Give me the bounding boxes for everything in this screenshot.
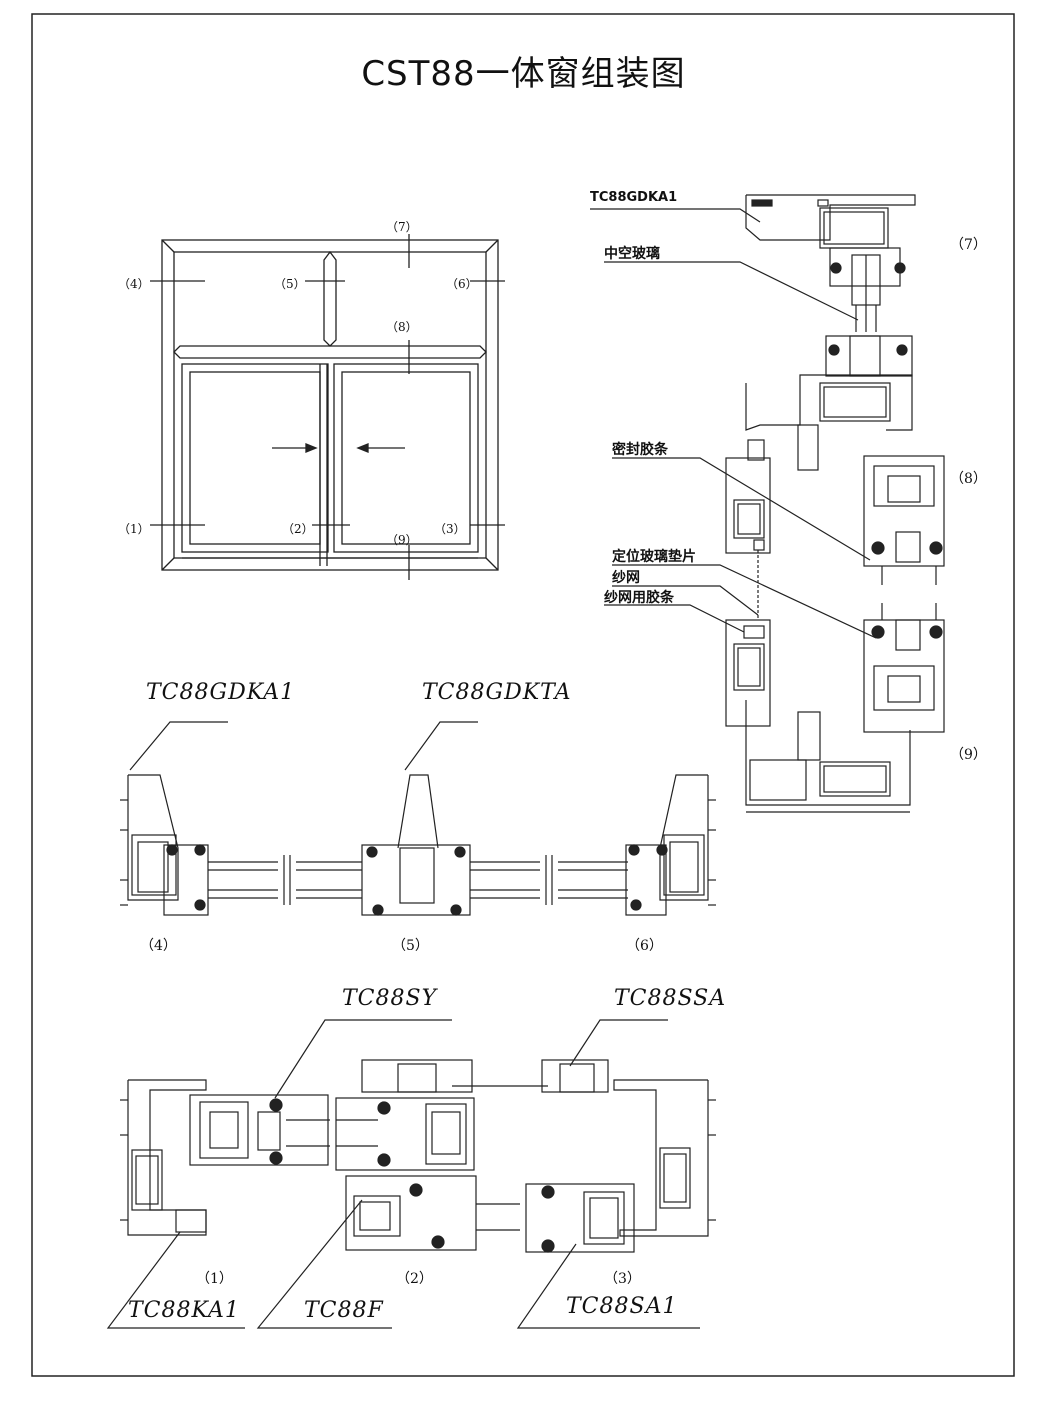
label-tc88f: TC88F	[304, 1298, 384, 1323]
callout-1: （1）	[118, 522, 150, 536]
label-sealing-strip: 密封胶条	[612, 442, 668, 458]
callout-4: （4）	[118, 277, 150, 291]
callout-2: （2）	[282, 522, 314, 536]
callout-6: （6）	[446, 277, 478, 291]
section-number-8: （8）	[950, 471, 987, 487]
section-number-9: （9）	[950, 747, 987, 763]
fixed-window-section	[120, 721, 716, 916]
label-screen-mesh: 纱网	[612, 570, 640, 586]
label-insulating-glass: 中空玻璃	[604, 246, 660, 262]
label-screen-strip: 纱网用胶条	[604, 590, 674, 606]
page-title: CST88一体窗组装图	[361, 54, 686, 94]
label-tc88sa1: TC88SA1	[566, 1294, 678, 1319]
window-elevation	[150, 234, 505, 580]
label-tc88ka1: TC88KA1	[128, 1298, 240, 1323]
label-tc88ssa: TC88SSA	[614, 986, 727, 1011]
vertical-section	[590, 194, 945, 813]
section-number-2: （2）	[396, 1271, 433, 1287]
callout-8: （8）	[386, 320, 418, 334]
label-tc88gdkta: TC88GDKTA	[422, 680, 572, 705]
callout-5: （5）	[274, 277, 306, 291]
label-tc88gdka1: TC88GDKA1	[146, 680, 296, 705]
section-number-6: （6）	[626, 938, 663, 954]
sheet-border	[31, 13, 1015, 1377]
callout-3: （3）	[434, 522, 466, 536]
sliding-window-section	[106, 1019, 716, 1329]
label-glass-setting-block: 定位玻璃垫片	[612, 549, 696, 565]
section-number-4: （4）	[140, 938, 177, 954]
callout-9: （9）	[386, 533, 418, 547]
section-number-3: （3）	[604, 1271, 641, 1287]
section-number-1: （1）	[196, 1271, 233, 1287]
section-number-5: （5）	[392, 938, 429, 954]
label-tc88sy: TC88SY	[342, 986, 438, 1011]
callout-7: （7）	[386, 220, 418, 234]
section-number-7: （7）	[950, 237, 987, 253]
label-tc88gdka1-vertical: TC88GDKA1	[590, 190, 678, 205]
